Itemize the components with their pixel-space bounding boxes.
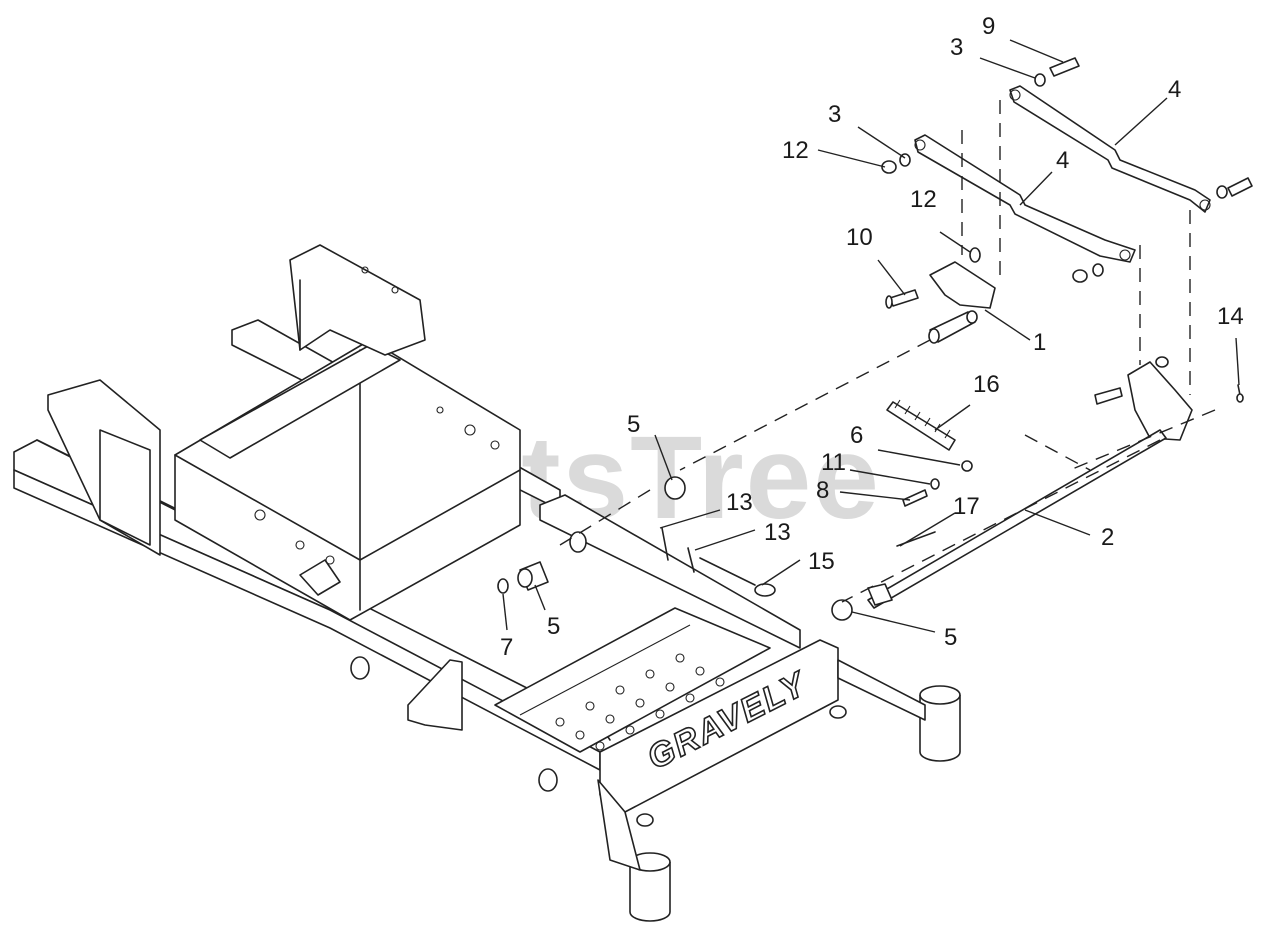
callout-5: 5 <box>547 613 560 640</box>
callout-4: 4 <box>1168 76 1181 103</box>
callout-8: 8 <box>816 477 829 504</box>
alignment-lines <box>559 100 1216 603</box>
callout-2: 2 <box>1101 524 1114 551</box>
callout-13: 13 <box>726 489 753 516</box>
callout-13: 13 <box>764 519 791 546</box>
callout-15: 15 <box>808 548 835 575</box>
callout-5: 5 <box>627 411 640 438</box>
mower-frame: GRAVELY <box>13 244 961 922</box>
callout-9: 9 <box>982 13 995 40</box>
callout-12: 12 <box>910 186 937 213</box>
control-linkage <box>497 57 1253 621</box>
callout-17: 17 <box>953 493 980 520</box>
callout-14: 14 <box>1217 303 1244 330</box>
callout-11: 11 <box>821 449 846 476</box>
callout-7: 7 <box>500 634 513 661</box>
callout-3: 3 <box>950 34 963 61</box>
callout-16: 16 <box>973 371 1000 398</box>
callout-4: 4 <box>1056 147 1069 174</box>
callout-1: 1 <box>1033 329 1046 356</box>
callout-5: 5 <box>944 624 957 651</box>
callout-labels: 9 3 4 3 12 4 12 10 1 14 16 5 6 11 8 13 1… <box>500 13 1244 661</box>
callout-3: 3 <box>828 101 841 128</box>
callout-12: 12 <box>782 137 809 164</box>
leader-lines <box>502 39 1240 633</box>
callout-6: 6 <box>850 422 863 449</box>
callout-10: 10 <box>846 224 873 251</box>
